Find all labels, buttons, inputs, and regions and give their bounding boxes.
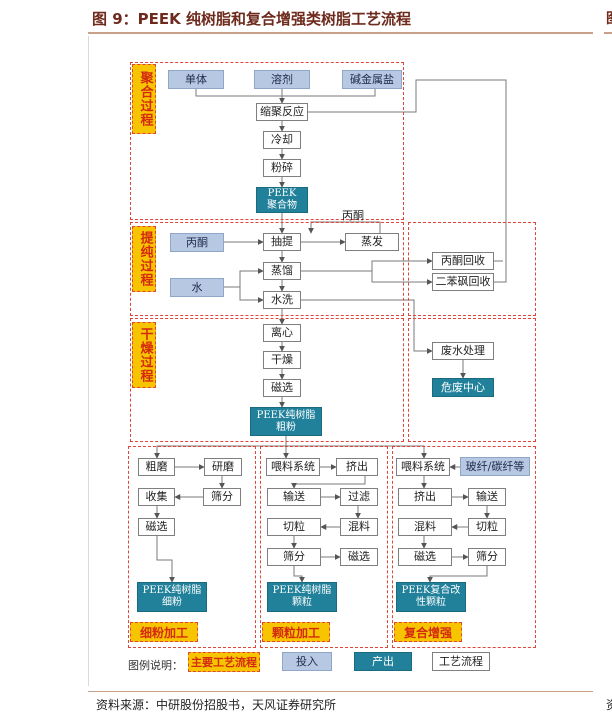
output-fine-powder-line1: PEEK纯树脂 [142,585,202,596]
process-centrifuge: 离心 [263,324,301,342]
output-crude-powder-line1: PEEK纯树脂 [256,409,316,421]
connector [301,258,433,272]
figure-title: 图 9：PEEK 纯树脂和复合增强类树脂工艺流程 [92,10,411,28]
legend-label: 图例说明： [128,659,183,672]
process-magnetic-separation: 磁选 [340,548,378,566]
connector [301,299,433,354]
output-fine-powder-line2: 细粉 [162,597,182,608]
process-pelletize: 切粒 [468,518,506,536]
legend-output: 产出 [354,652,412,671]
output-composite-granule: PEEK复合改 性颗粒 [396,582,466,612]
adjacent-page-fragment-top: 图 [606,8,612,28]
output-crude-powder-line2: 粗粉 [276,421,296,433]
process-extrusion: 挤出 [398,488,452,506]
process-sieve: 筛分 [203,488,241,506]
footer-rule [88,691,593,692]
connector [239,287,264,303]
output-peek-polymer: PEEK 聚合物 [256,187,308,213]
process-pelletize: 切粒 [267,518,321,536]
process-evaporation: 蒸发 [345,233,399,251]
output-crude-powder: PEEK纯树脂 粗粉 [250,407,322,436]
process-convey: 输送 [468,488,506,506]
output-peek-polymer-line2: 聚合物 [267,200,297,211]
process-acetone-recovery: 丙酮回收 [432,252,494,270]
region-waste [408,318,536,442]
output-composite-line2: 性颗粒 [416,597,446,608]
region-polymerization [130,62,404,220]
page-margin-rule [88,36,89,686]
process-extrusion: 挤出 [336,458,378,476]
connector [156,536,175,583]
output-hazardous-waste-center: 危废中心 [432,378,494,397]
process-crushing: 粉碎 [263,159,301,177]
process-washing: 水洗 [263,291,301,309]
connector [300,79,507,283]
adjacent-page-fragment-bottom: 资 [606,696,612,713]
connector [291,476,366,489]
process-distillation: 蒸馏 [263,262,301,280]
region-fine-powder [128,446,256,648]
process-fine-grinding: 研磨 [204,458,242,476]
output-peek-polymer-line1: PEEK [267,188,297,199]
process-sulfone-recovery: 二苯砜回收 [432,273,494,291]
region-composite [392,446,536,648]
stage-label-composite: 复合增强 [394,622,462,642]
input-alkali-salt: 碱金属盐 [342,70,402,89]
input-water: 水 [170,278,224,297]
process-feeding-system: 喂料系统 [266,458,320,476]
process-filter: 过滤 [340,488,378,506]
input-acetone: 丙酮 [170,233,224,252]
process-magnetic-separation: 磁选 [398,548,452,566]
stage-label-drying: 干燥过程 [132,322,156,388]
process-coarse-grinding: 粗磨 [138,458,175,476]
region-recovery [408,222,536,316]
connector [427,566,488,583]
stage-label-granule: 颗粒加工 [262,622,330,642]
process-convey: 输送 [267,488,321,506]
process-sieve: 筛分 [267,548,321,566]
connector [224,268,264,288]
process-collect: 收集 [138,488,175,506]
adjacent-page-rule [604,32,612,34]
process-sieve: 筛分 [468,548,506,566]
region-granule [260,446,388,648]
legend-input: 投入 [282,652,332,671]
stage-label-purification: 提纯过程 [132,226,156,292]
process-cooling: 冷却 [263,131,301,149]
process-drying: 干燥 [263,351,301,369]
legend-process: 工艺流程 [432,652,490,671]
process-mixing: 混料 [340,518,378,536]
input-solvent: 溶剂 [254,70,310,89]
process-magnetic-separation: 磁选 [138,518,175,536]
legend-main-process: 主要工艺流程 [188,652,260,672]
connector [195,89,376,97]
figure-source: 资料来源：中研股份招股书，天风证券研究所 [96,698,337,712]
label-acetone-return: 丙酮 [342,209,364,222]
process-feeding-system: 喂料系统 [396,458,450,476]
output-composite-line1: PEEK复合改 [401,585,461,596]
process-magnetic-separation: 磁选 [263,379,301,397]
output-granule-line2: 颗粒 [292,597,312,608]
region-drying [130,318,404,442]
stage-label-fine-powder: 细粉加工 [130,622,198,642]
output-granule-line1: PEEK纯树脂 [272,585,332,596]
process-extraction: 抽提 [263,233,301,251]
output-granule: PEEK纯树脂 颗粒 [267,582,337,612]
connector [293,566,305,583]
output-fine-powder: PEEK纯树脂 细粉 [137,582,207,612]
process-wastewater-treatment: 废水处理 [432,342,494,360]
stage-label-polymerization: 聚合过程 [132,64,156,134]
connector [371,271,433,285]
input-monomer: 单体 [168,70,224,89]
process-polycondensation: 缩聚反应 [256,103,308,121]
region-purification [130,222,404,316]
process-mixing: 混料 [398,518,452,536]
title-rule [88,32,593,34]
input-fiber: 玻纤/碳纤等 [460,457,530,476]
